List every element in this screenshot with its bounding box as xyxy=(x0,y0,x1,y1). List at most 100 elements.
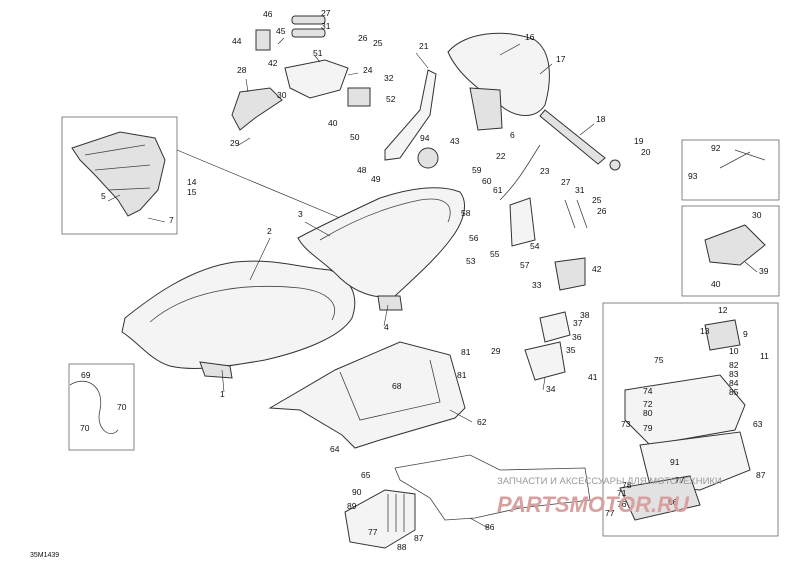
latch-mechanism xyxy=(704,224,766,266)
part-label-53: 53 xyxy=(466,256,476,266)
part-label-64: 64 xyxy=(330,444,340,454)
latch-springs xyxy=(564,199,588,229)
part-label-42: 42 xyxy=(268,58,278,68)
part-label-25: 25 xyxy=(373,38,383,48)
rider-seat xyxy=(121,260,356,369)
part-label-78: 78 xyxy=(622,480,632,490)
passenger-seat-base xyxy=(377,295,403,311)
part-label-58: 58 xyxy=(461,208,471,218)
part-label-57: 57 xyxy=(520,260,530,270)
wire-harness xyxy=(69,380,119,435)
inset-box-latch xyxy=(681,205,780,297)
backrest-plate xyxy=(469,87,503,131)
support-latch xyxy=(704,319,741,351)
release-cable xyxy=(719,149,766,169)
latch-housing xyxy=(524,341,566,381)
part-label-31: 31 xyxy=(575,185,585,195)
part-label-49: 49 xyxy=(371,174,381,184)
part-label-81: 81 xyxy=(461,347,471,357)
part-label-50: 50 xyxy=(350,132,360,142)
inset-box-frame xyxy=(61,116,178,235)
part-label-71: 71 xyxy=(617,488,627,498)
part-label-29: 29 xyxy=(230,138,240,148)
part-label-85: 85 xyxy=(729,387,739,397)
part-label-80: 80 xyxy=(643,408,653,418)
leader-lines xyxy=(107,37,758,529)
rider-seat-base xyxy=(199,361,233,379)
part-label-56: 56 xyxy=(469,233,479,243)
part-label-26: 26 xyxy=(358,33,368,43)
part-label-72: 72 xyxy=(643,399,653,409)
part-label-2: 2 xyxy=(267,226,272,236)
part-label-39: 39 xyxy=(759,266,769,276)
part-label-21: 21 xyxy=(419,41,429,51)
part-label-26: 26 xyxy=(597,206,607,216)
part-label-70: 70 xyxy=(117,402,127,412)
part-label-35: 35 xyxy=(566,345,576,355)
strap-upper xyxy=(291,15,326,25)
part-label-27: 27 xyxy=(321,8,331,18)
part-label-42: 42 xyxy=(592,264,602,274)
part-label-43: 43 xyxy=(450,136,460,146)
part-label-68: 68 xyxy=(392,381,402,391)
grab-handle xyxy=(231,87,283,131)
support-plate xyxy=(624,374,746,446)
part-label-31: 31 xyxy=(321,21,331,31)
latch-module xyxy=(509,197,536,247)
part-label-90: 90 xyxy=(352,487,362,497)
part-label-19: 19 xyxy=(634,136,644,146)
part-label-3: 3 xyxy=(298,209,303,219)
part-label-5: 5 xyxy=(101,191,106,201)
part-label-51: 51 xyxy=(313,48,323,58)
rider-seat-seam xyxy=(149,285,335,323)
part-label-41: 41 xyxy=(588,372,598,382)
part-label-60: 60 xyxy=(482,176,492,186)
strap-housing xyxy=(284,59,349,99)
part-label-77: 77 xyxy=(675,475,685,485)
part-label-18: 18 xyxy=(596,114,606,124)
part-label-10: 10 xyxy=(729,346,739,356)
passenger-seat-seam xyxy=(319,198,451,241)
part-label-88: 88 xyxy=(397,542,407,552)
part-label-94: 94 xyxy=(420,133,430,143)
part-label-92: 92 xyxy=(711,143,721,153)
latch-block xyxy=(347,87,371,107)
part-label-30: 30 xyxy=(277,90,287,100)
part-label-7: 7 xyxy=(169,215,174,225)
diagram-code: 35M1439 xyxy=(30,552,59,559)
storage-tray xyxy=(268,341,466,449)
part-label-14: 14 xyxy=(187,177,197,187)
inset-box-support xyxy=(602,302,779,537)
part-label-74: 74 xyxy=(643,386,653,396)
backrest-bracket xyxy=(384,69,437,161)
part-label-40: 40 xyxy=(328,118,338,128)
part-label-79: 79 xyxy=(643,423,653,433)
part-label-70: 70 xyxy=(80,423,90,433)
part-label-91: 91 xyxy=(670,457,680,467)
seat-frame-ribs xyxy=(84,144,151,191)
part-label-29: 29 xyxy=(491,346,501,356)
part-label-75: 75 xyxy=(654,355,664,365)
part-label-77: 77 xyxy=(368,527,378,537)
part-label-27: 27 xyxy=(561,177,571,187)
part-label-62: 62 xyxy=(477,417,487,427)
part-label-73: 73 xyxy=(621,419,631,429)
part-label-33: 33 xyxy=(532,280,542,290)
part-label-24: 24 xyxy=(363,65,373,75)
part-label-45: 45 xyxy=(276,26,286,36)
part-label-13: 13 xyxy=(700,326,710,336)
part-label-37: 37 xyxy=(573,318,583,328)
part-label-25: 25 xyxy=(592,195,602,205)
part-label-11: 11 xyxy=(760,351,769,361)
bracket-plate xyxy=(417,147,439,169)
part-label-69: 69 xyxy=(81,370,91,380)
part-label-55: 55 xyxy=(490,249,500,259)
part-label-87: 87 xyxy=(756,470,766,480)
strap-lower xyxy=(291,28,326,38)
inset-box-harness xyxy=(68,363,135,451)
part-label-16: 16 xyxy=(525,32,535,42)
part-label-6: 6 xyxy=(510,130,515,140)
part-label-20: 20 xyxy=(641,147,651,157)
part-label-83: 83 xyxy=(729,369,739,379)
